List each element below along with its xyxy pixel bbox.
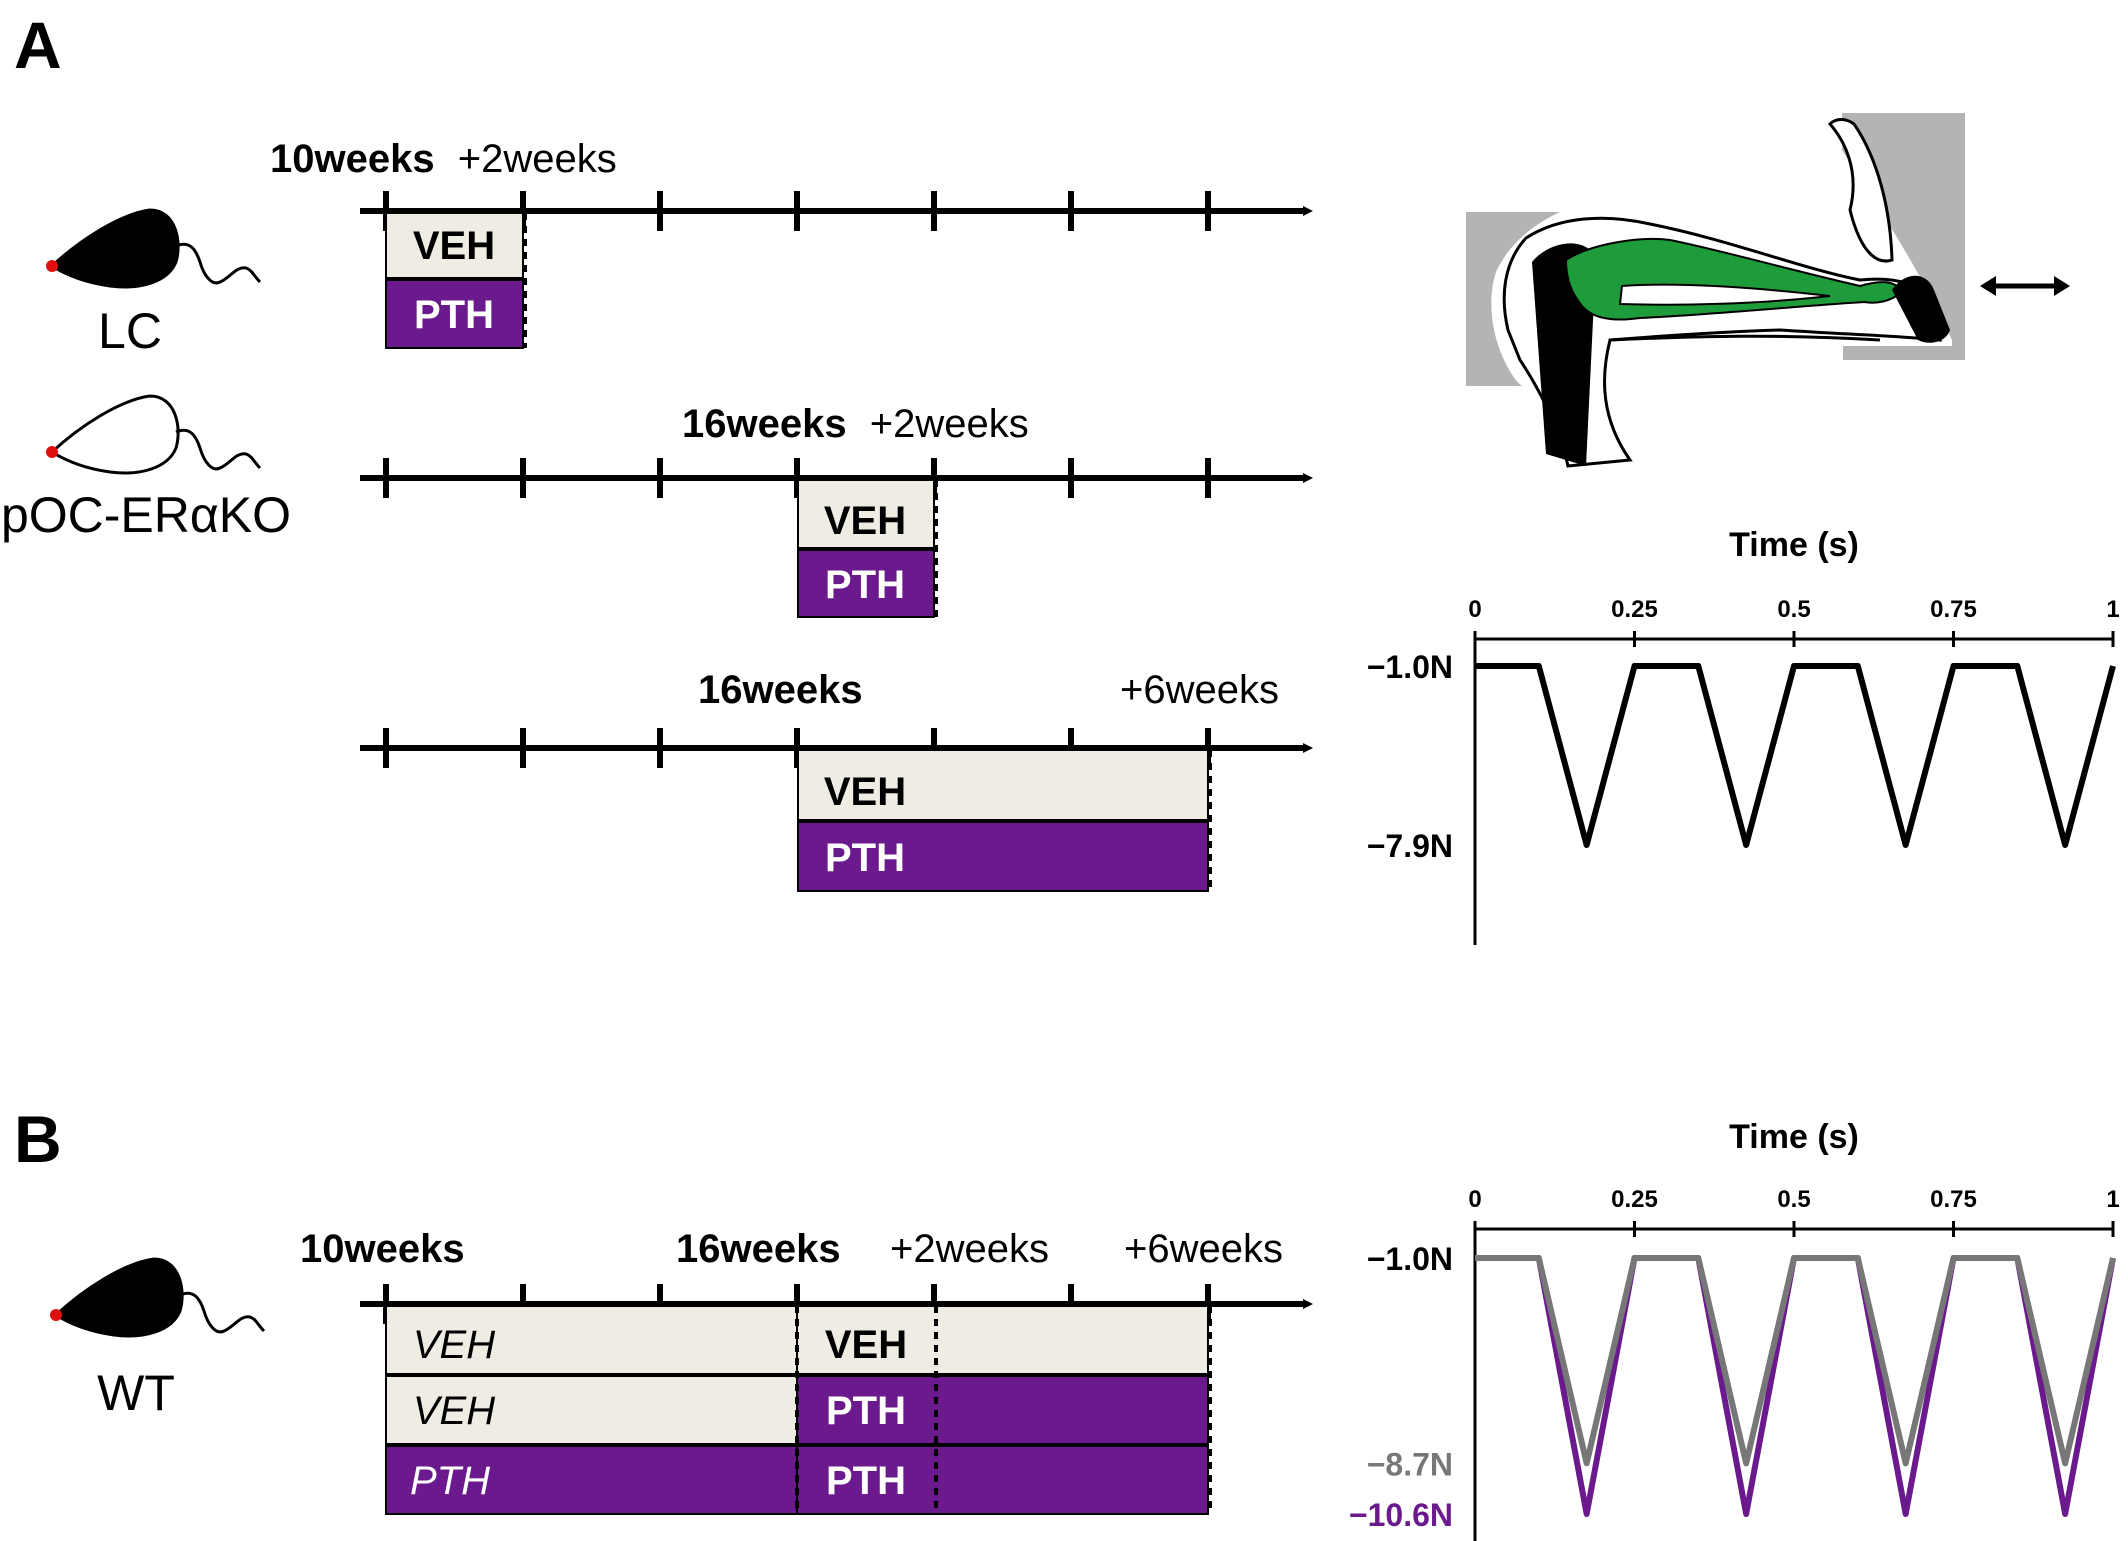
timeline-b-plus2: +2weeks — [890, 1227, 1049, 1271]
timeline-2: 16weeks +2weeks VEH PTH — [360, 402, 1313, 618]
timeline-3-end-label: +6weeks — [1120, 668, 1279, 712]
chart-a-series-line-0 — [1475, 663, 2116, 848]
timeline-2-pth-bar — [797, 549, 935, 618]
b-row1-left-label: VEH — [413, 1323, 495, 1367]
b-row3-right-label: PTH — [826, 1459, 906, 1503]
tibia-loading-schematic — [1466, 113, 2070, 468]
timeline-b: 10weeks 16weeks +2weeks +6weeks VEH VEH … — [300, 1227, 1313, 1515]
wt-label: WT — [97, 1365, 175, 1421]
b-row3-left-bar — [385, 1445, 798, 1515]
chart-b-x-tick-label: 0.75 — [1930, 1186, 1977, 1213]
chart-b-y-label: −8.7N — [1367, 1446, 1453, 1482]
timeline-1-pth-label: PTH — [414, 293, 494, 337]
timeline-1-veh-bar — [385, 212, 524, 279]
chart-b-y-label: −1.0N — [1367, 1241, 1453, 1277]
chart-b-xlabel: Time (s) — [1729, 1118, 1859, 1156]
panel-a-label: A — [14, 8, 62, 82]
panel-a-loading-chart: Time (s) 0 0.25 0.5 0.75 1 −1.0N −7.9N — [1367, 526, 2120, 945]
b-row2-left-bar — [385, 1375, 798, 1445]
b-row1-left-bar — [385, 1305, 798, 1375]
timeline-3-veh-bar — [797, 749, 1209, 821]
chart-a-x-tick-label: 0.25 — [1611, 596, 1658, 623]
timeline-b-10weeks: 10weeks — [300, 1227, 465, 1271]
timeline-3-veh-label: VEH — [824, 770, 906, 814]
timeline-1-veh-label: VEH — [413, 224, 495, 268]
wt-mouse-icon — [50, 1257, 266, 1338]
panel-b-label: B — [14, 1102, 62, 1176]
chart-a-y-label: −1.0N — [1367, 649, 1453, 685]
timeline-2-veh-label: VEH — [824, 499, 906, 543]
timeline-2-veh-bar — [797, 479, 935, 549]
chart-b-x-tick-label: 0.25 — [1611, 1186, 1658, 1213]
b-row2-left-label: VEH — [413, 1389, 495, 1433]
timeline-1-end-label: +2weeks — [458, 137, 617, 181]
ko-mouse-icon — [46, 394, 262, 475]
chart-a-x-tick-label: 0 — [1468, 596, 1481, 623]
timeline-3: 16weeks +6weeks VEH PTH — [360, 668, 1313, 892]
chart-b-x-tick-label: 0.5 — [1777, 1186, 1810, 1213]
b-row1-right-bar — [796, 1305, 1209, 1375]
lc-label: LC — [98, 303, 162, 359]
timeline-b-16weeks: 16weeks — [676, 1227, 841, 1271]
timeline-3-pth-label: PTH — [825, 836, 905, 880]
chart-b-x-tick-label: 0 — [1468, 1186, 1481, 1213]
timeline-b-plus6: +6weeks — [1124, 1227, 1283, 1271]
timeline-2-pth-label: PTH — [825, 563, 905, 607]
timeline-1: 10weeks +2weeks VEH PTH — [270, 137, 1313, 349]
chart-a-y-label: −7.9N — [1367, 828, 1453, 864]
chart-a-x-tick-label: 0.75 — [1930, 596, 1977, 623]
chart-a-xlabel: Time (s) — [1729, 526, 1859, 564]
chart-b-y-label: −10.6N — [1349, 1497, 1453, 1533]
timeline-1-start-label: 10weeks — [270, 137, 435, 181]
b-row1-right-label: VEH — [825, 1323, 907, 1367]
b-row2-right-label: PTH — [826, 1389, 906, 1433]
chart-a-x-tick-label: 0.5 — [1777, 596, 1810, 623]
b-row3-left-label: PTH — [410, 1459, 490, 1503]
chart-b-series-line-1 — [1475, 1255, 2116, 1467]
chart-a-x-tick-label: 1 — [2106, 596, 2119, 623]
timeline-3-start-label: 16weeks — [698, 668, 863, 712]
ko-label: pOC-ERαKO — [1, 487, 291, 543]
svg-text:16weeks +2weeks: 16weeks +2weeks — [682, 402, 1029, 446]
chart-b-x-tick-label: 1 — [2106, 1186, 2119, 1213]
svg-text:10weeks +2weeks: 10weeks +2weeks — [270, 137, 617, 181]
b-row3-right-bar — [796, 1445, 1209, 1515]
timeline-1-pth-bar — [385, 279, 524, 349]
lc-mouse-icon — [46, 208, 262, 289]
timeline-3-pth-bar — [797, 821, 1209, 892]
timeline-2-end-label: +2weeks — [870, 402, 1029, 446]
timeline-2-start-label: 16weeks — [682, 402, 847, 446]
panel-b-loading-chart: Time (s) 0 0.25 0.5 0.75 1 −1.0N −8.7N −10.6N — [1349, 1118, 2120, 1541]
timeline-1-ticks — [383, 191, 1211, 231]
